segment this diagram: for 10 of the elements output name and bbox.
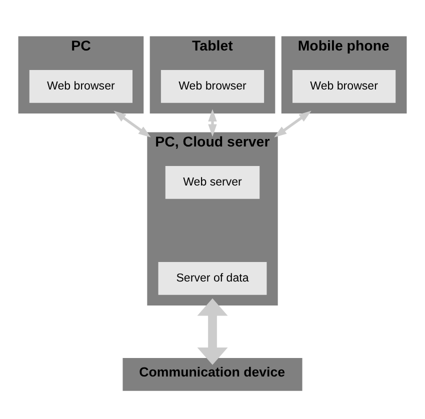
arrow <box>114 110 151 137</box>
node-box: Server of data <box>158 262 267 294</box>
arrow <box>197 298 228 364</box>
node-box: Web browser <box>292 70 396 102</box>
arrow <box>208 108 217 136</box>
arrow <box>274 110 312 137</box>
node-box: Communication device <box>122 358 302 390</box>
node-box: Web browser <box>160 70 264 102</box>
node-box: Web server <box>165 166 260 198</box>
node-box: Web browser <box>29 70 132 102</box>
